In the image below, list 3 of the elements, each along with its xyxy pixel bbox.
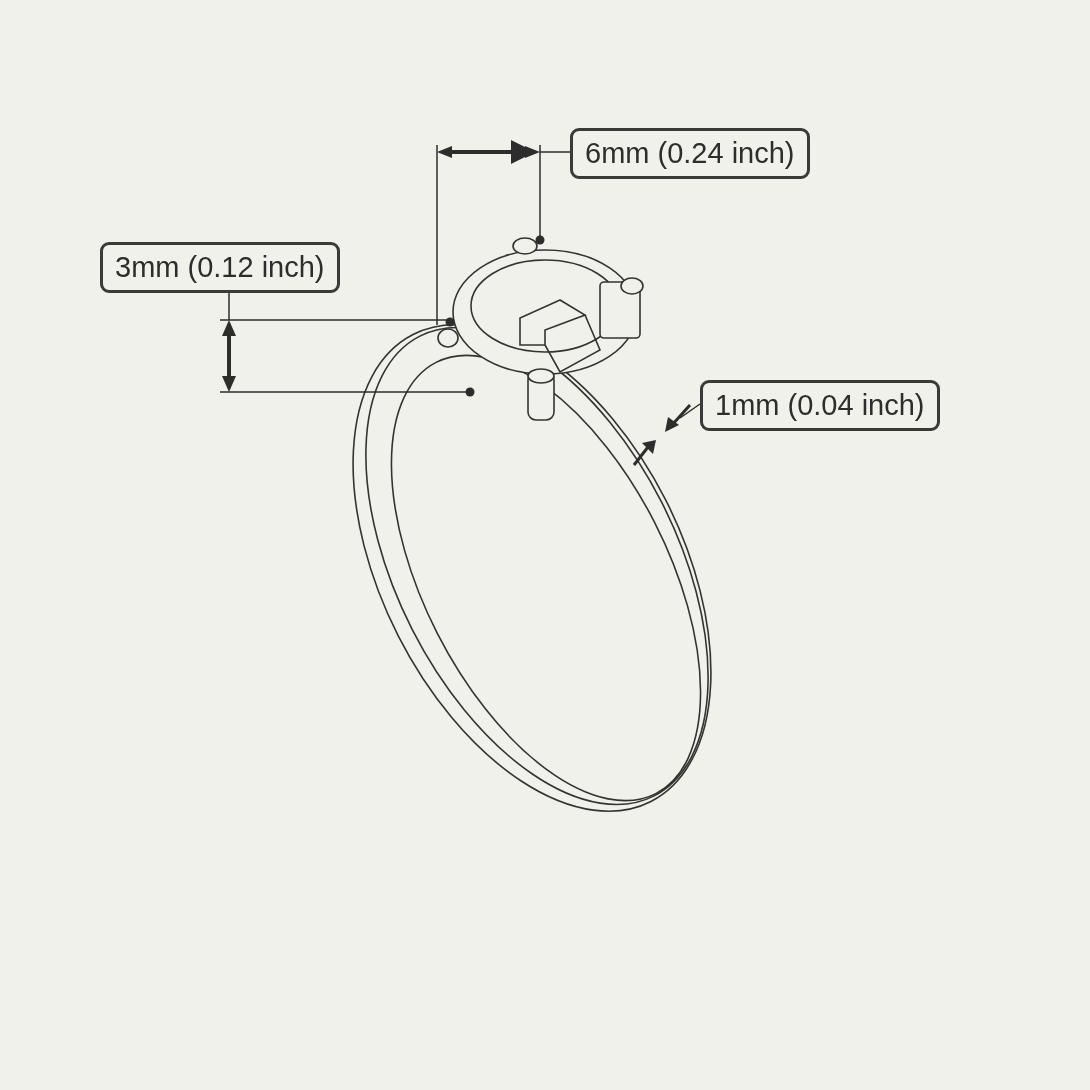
dimension-label: 1mm (0.04 inch) [700, 380, 940, 431]
dimension-label: 3mm (0.12 inch) [100, 242, 340, 293]
dimension-label: 6mm (0.24 inch) [570, 128, 810, 179]
